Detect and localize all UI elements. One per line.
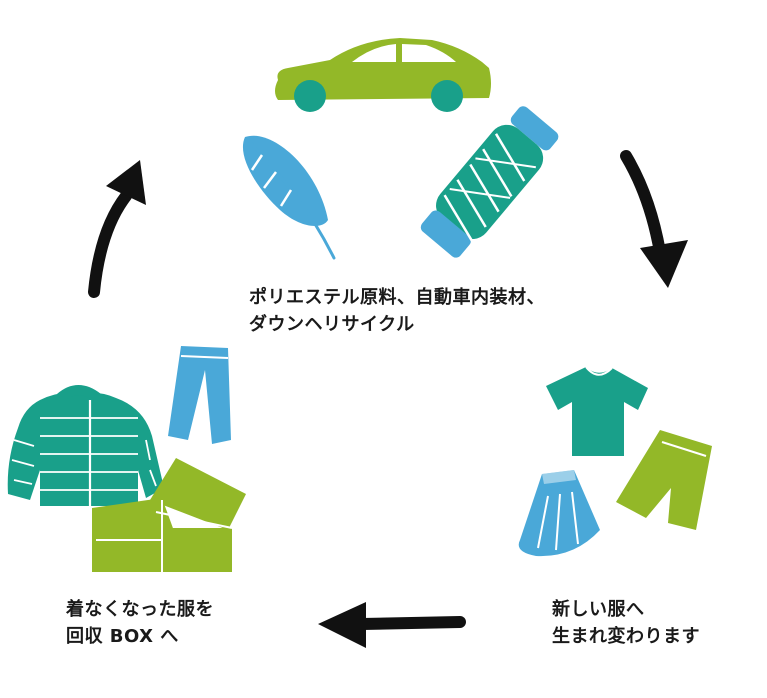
thread-spool-icon: [420, 106, 559, 258]
down-jacket-icon: [7, 385, 165, 506]
cycle-arrow-left: [88, 160, 146, 298]
label-new-clothes-line-1: 新しい服へ: [552, 599, 645, 620]
label-recycle-materials-line-1: ポリエステル原料、自動車内装材、: [249, 287, 545, 308]
skirt-icon: [518, 470, 600, 557]
label-new-clothes: 新しい服へ 生まれ変わります: [552, 596, 700, 650]
tshirt-icon: [546, 366, 648, 456]
car-icon: [275, 38, 491, 112]
feather-icon: [242, 135, 336, 260]
cycle-arrow-bottom: [318, 602, 466, 648]
cycle-arrow-right: [620, 150, 688, 288]
shorts-icon: [616, 430, 712, 530]
label-new-clothes-line-2: 生まれ変わります: [552, 626, 700, 647]
pants-icon: [168, 346, 231, 444]
label-collection-box-line-1: 着なくなった服を: [66, 599, 214, 620]
label-recycle-materials-line-2: ダウンヘリサイクル: [249, 314, 415, 335]
label-collection-box: 着なくなった服を 回収 BOX へ: [66, 596, 214, 650]
collection-box-icon: [92, 458, 246, 572]
label-collection-box-line-2: 回収 BOX へ: [66, 626, 179, 647]
label-recycle-materials: ポリエステル原料、自動車内装材、 ダウンヘリサイクル: [249, 284, 545, 338]
